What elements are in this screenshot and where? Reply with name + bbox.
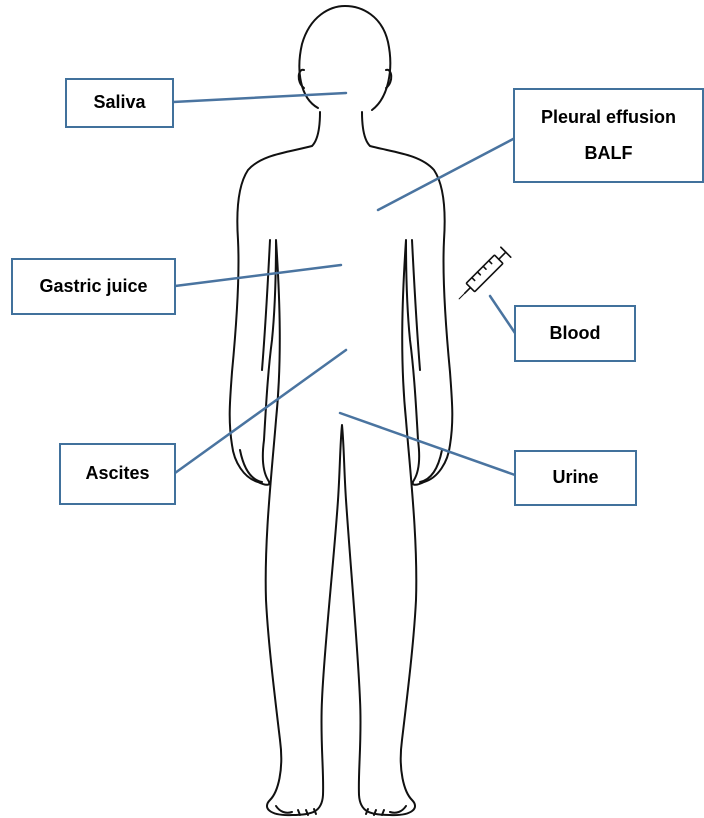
label-box-gastric-juice: Gastric juice xyxy=(11,258,176,315)
label-gastric-juice: Gastric juice xyxy=(39,276,147,298)
arm-inner-right xyxy=(412,240,420,370)
leader-line-gastric xyxy=(175,265,341,286)
label-box-urine: Urine xyxy=(514,450,637,506)
hand-left xyxy=(240,450,262,482)
leader-line-urine xyxy=(340,413,515,475)
label-urine: Urine xyxy=(552,467,598,489)
label-ascites: Ascites xyxy=(85,463,149,485)
arm-inner-left xyxy=(262,240,270,370)
leader-line-pleural xyxy=(378,138,515,210)
label-box-blood: Blood xyxy=(514,305,636,362)
leader-lines xyxy=(173,93,515,475)
leader-line-ascites xyxy=(175,350,346,473)
syringe-icon xyxy=(454,247,511,304)
label-blood: Blood xyxy=(550,323,601,345)
label-box-saliva: Saliva xyxy=(65,78,174,128)
leader-line-blood xyxy=(490,296,515,333)
body-silhouette xyxy=(230,112,453,815)
leader-line-saliva xyxy=(173,93,346,102)
hand-right xyxy=(420,450,442,482)
label-box-pleural-effusion-balf: Pleural effusion BALF xyxy=(513,88,704,183)
label-box-ascites: Ascites xyxy=(59,443,176,505)
label-balf: BALF xyxy=(585,143,633,165)
label-saliva: Saliva xyxy=(93,92,145,114)
label-pleural-effusion: Pleural effusion xyxy=(541,107,676,129)
